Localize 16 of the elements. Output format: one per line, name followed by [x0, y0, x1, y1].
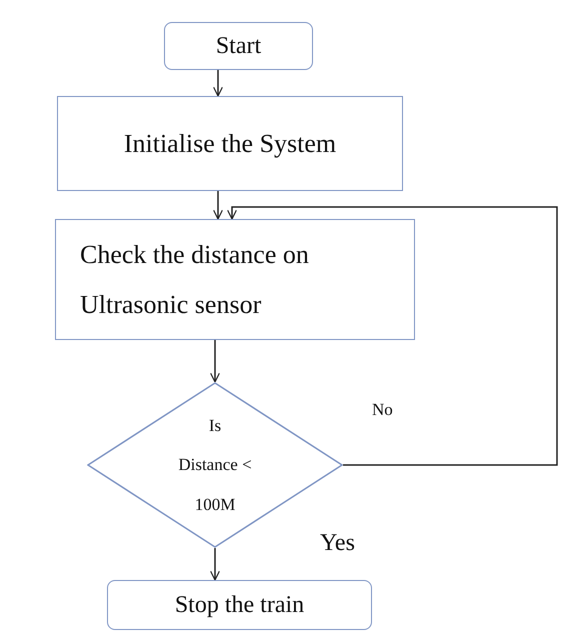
arrow	[212, 70, 224, 97]
process-box	[55, 219, 415, 340]
node-text: Start	[216, 32, 262, 60]
node-text: Initialise the System	[124, 128, 336, 158]
node-text: Check the distance on Ultrasonic sensor	[79, 239, 310, 320]
edge-label: Yes	[320, 530, 355, 557]
terminal-box	[164, 22, 313, 70]
edge-label: No	[372, 400, 393, 420]
node-text: Stop the train	[174, 592, 304, 618]
terminal-box	[107, 580, 372, 630]
arrow	[210, 548, 220, 581]
node-text: Is Distance < 100M	[178, 415, 252, 516]
arrow	[212, 191, 224, 220]
arrow	[226, 206, 558, 466]
process-box	[57, 96, 403, 191]
arrow	[210, 340, 220, 383]
